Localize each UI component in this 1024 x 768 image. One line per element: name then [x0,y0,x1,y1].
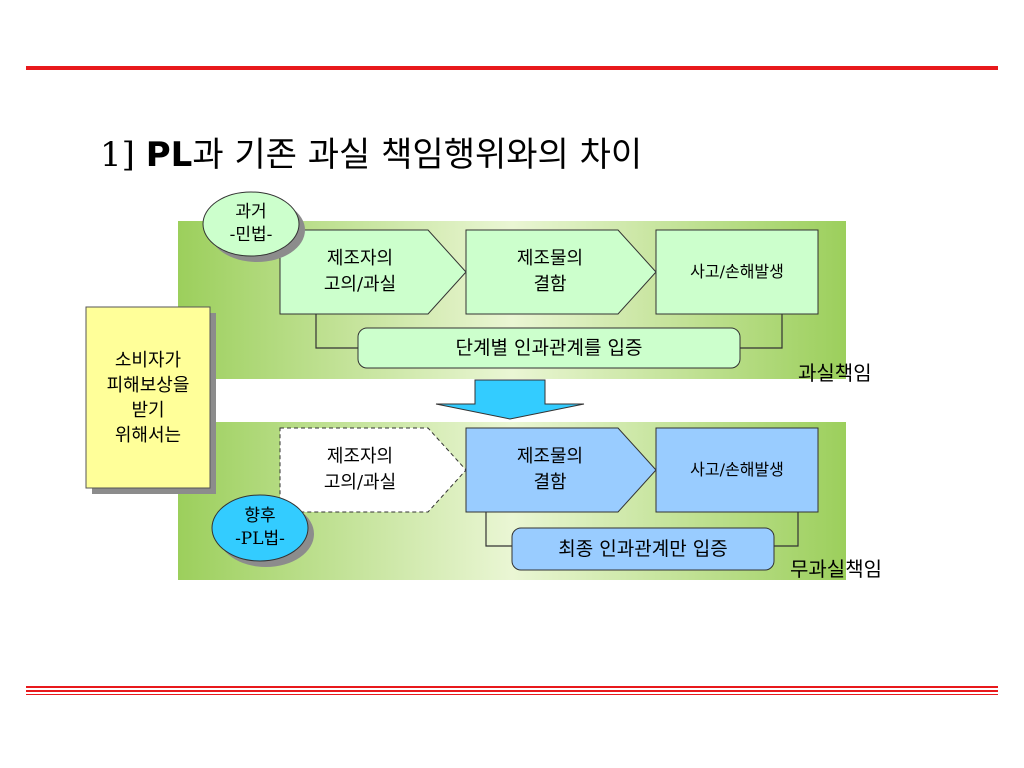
past-connector [315,314,783,349]
consumer-box-label: 소비자가 피해보상을 받기 위해서는 [106,349,190,446]
past-step-3-label: 사고/손해발생 [690,262,784,281]
future-step-2-shape [465,427,657,513]
future-proof-shape [511,527,775,571]
past-badge-shape [202,191,300,257]
future-badge-label: 향후 -PL법- [235,506,285,549]
title-bold: PL [145,135,193,175]
title-prefix: 1] [100,135,146,175]
past-step-1-shape [279,229,467,315]
title-rest: 과 기존 과실 책임행위와의 차이 [192,135,643,175]
header-divider [26,66,998,70]
consumer-box [85,306,211,489]
past-badge-label: 과거 -민법- [229,202,273,245]
page-title: 1] PL과 기존 과실 책임행위와의 차이 [100,130,642,180]
future-liability-label: 무과실책임 [790,557,882,581]
past-liability-label: 과실책임 [798,361,872,385]
future-badge-shape [211,494,309,562]
past-step-2-label: 제조물의 결함 [516,248,584,295]
past-proof-label: 단계별 인과관계를 입증 [455,337,643,359]
future-proof-label: 최종 인과관계만 입증 [558,538,728,560]
past-step-1-label: 제조자의 고의/과실 [323,248,397,295]
footer-divider [26,686,998,695]
future-step-3-shape [655,427,819,513]
future-step-1-label: 제조자의 고의/과실 [323,446,397,493]
past-proof-shape [357,327,741,369]
future-step-2-label: 제조물의 결함 [516,446,584,493]
future-step-3-label: 사고/손해발생 [690,460,784,479]
past-step-2-shape [465,229,657,315]
future-connector [485,512,799,547]
transition-arrow [435,379,585,420]
past-step-3-shape [655,229,819,315]
